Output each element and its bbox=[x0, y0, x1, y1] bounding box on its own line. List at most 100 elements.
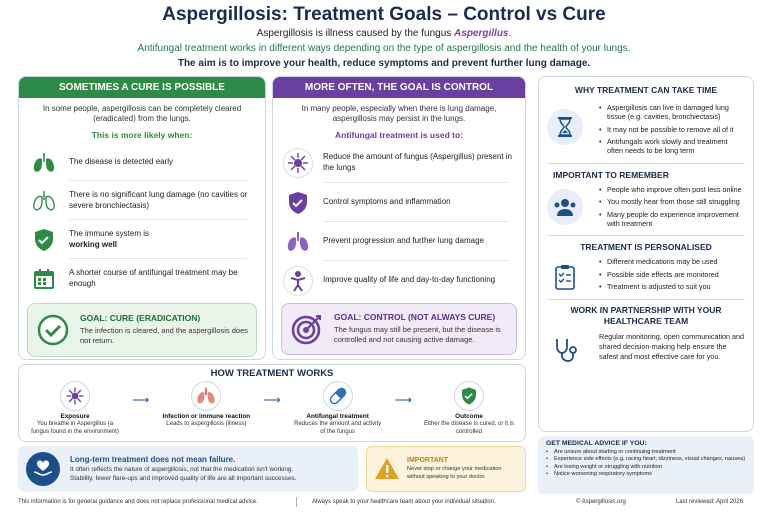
subtitle-aim: The aim is to improve your health, reduc… bbox=[177, 58, 591, 69]
warning-icon bbox=[373, 455, 401, 483]
personal-item: Possible side effects are monitored bbox=[599, 270, 719, 280]
control-goal-title: GOAL: CONTROL (NOT ALWAYS CURE) bbox=[334, 312, 496, 323]
partner-text: Regular monitoring, open communication a… bbox=[599, 332, 745, 361]
important-box: IMPORTANT Never stop or change your medi… bbox=[366, 446, 526, 492]
arrow-icon: ⟶ bbox=[132, 393, 150, 407]
advice-item: Are losing weight or struggling with nut… bbox=[546, 464, 746, 472]
cure-header: SOMETIMES A CURE IS POSSIBLE bbox=[19, 77, 265, 98]
divider bbox=[323, 220, 509, 222]
remember-section: People who improve often post less onlin… bbox=[547, 185, 745, 231]
step-outcome: Outcome Either the disease is cured, or … bbox=[423, 381, 515, 437]
why-title: WHY TREATMENT CAN TAKE TIME bbox=[574, 85, 718, 95]
why-section: Aspergillosis can live in damaged lung t… bbox=[547, 103, 745, 159]
divider bbox=[69, 179, 247, 181]
control-item-progression: Prevent progression and further lung dam… bbox=[283, 224, 515, 260]
cure-lead: This is more likely when: bbox=[91, 129, 193, 140]
arrow-icon: ⟶ bbox=[394, 393, 412, 407]
calendar-icon bbox=[29, 264, 59, 294]
longterm-line1: It often reflects the nature of aspergil… bbox=[70, 465, 294, 473]
step-antifungal: Antifungal treatment Reduces the amount … bbox=[292, 381, 384, 437]
hourglass-icon bbox=[547, 109, 583, 145]
cure-goal-box: GOAL: CURE (ERADICATION) The infection i… bbox=[27, 302, 257, 357]
fungus-icon bbox=[60, 381, 90, 411]
control-panel: MORE OFTEN, THE GOAL IS CONTROL In many … bbox=[272, 76, 526, 360]
longterm-title: Long-term treatment does not mean failur… bbox=[70, 454, 236, 464]
person-icon bbox=[283, 265, 313, 296]
important-title: IMPORTANT bbox=[407, 456, 449, 464]
fungus-icon bbox=[283, 147, 313, 178]
control-item-symptoms: Control symptoms and inflammation bbox=[283, 185, 515, 221]
advice-box: GET MEDICAL ADVICE IF YOU: Are unsure ab… bbox=[538, 436, 754, 494]
shield-check-icon bbox=[283, 188, 313, 218]
partner-title: WORK IN PARTNERSHIP WITH YOUR HEALTHCARE… bbox=[570, 305, 722, 326]
divider bbox=[547, 162, 745, 164]
step-exposure: Exposure You breathe in Aspergillus (a f… bbox=[29, 381, 121, 437]
cure-goal-desc: The infection is cleared, and the asperg… bbox=[80, 326, 249, 346]
shield-check-icon bbox=[453, 381, 484, 411]
important-text: Never stop or change your medication wit… bbox=[407, 465, 502, 480]
advice-item: Experience side effects (e.g. racing hea… bbox=[546, 456, 746, 464]
footer-advice: Always speak to your healthcare team abo… bbox=[312, 499, 496, 505]
subtitle-treatment: Antifungal treatment works in different … bbox=[137, 43, 631, 54]
cure-goal-title: GOAL: CURE (ERADICATION) bbox=[80, 313, 201, 324]
personal-title: TREATMENT IS PERSONALISED bbox=[580, 242, 712, 253]
divider bbox=[69, 257, 247, 259]
divider bbox=[323, 181, 509, 183]
remember-item: People who improve often post less onlin… bbox=[599, 185, 745, 195]
check-circle-icon bbox=[36, 313, 70, 347]
why-item: Antifungals work slowly and treatment of… bbox=[599, 137, 745, 156]
control-intro: In many people, especially when there is… bbox=[301, 104, 497, 124]
lungs-outline-icon bbox=[29, 186, 59, 216]
personal-item: Treatment is adjusted to suit you bbox=[599, 282, 719, 292]
partner-section: Regular monitoring, open communication a… bbox=[547, 332, 745, 368]
how-panel: HOW TREATMENT WORKS Exposure You breathe… bbox=[18, 364, 526, 442]
control-lead: Antifungal treatment is used to: bbox=[335, 129, 463, 140]
longterm-box: Long-term treatment does not mean failur… bbox=[18, 446, 358, 492]
subtitle-definition: Aspergillosis is illness caused by the f… bbox=[256, 28, 512, 39]
shield-check-icon bbox=[29, 225, 59, 255]
remember-title: IMPORTANT TO REMEMBER bbox=[553, 169, 669, 180]
footer-site: © Aspergillosis.org bbox=[576, 499, 626, 505]
longterm-line2: Stability, fewer flare-ups and improved … bbox=[70, 474, 297, 482]
divider bbox=[547, 299, 745, 301]
heart-hands-icon bbox=[26, 452, 60, 486]
control-goal-desc: The fungus may still be present, but the… bbox=[334, 325, 501, 345]
right-panel: WHY TREATMENT CAN TAKE TIME Aspergillosi… bbox=[538, 76, 754, 432]
control-item-quality: Improve quality of life and day-to-day f… bbox=[283, 263, 515, 299]
advice-item: Notice worsening respiratory symptoms bbox=[546, 471, 746, 479]
why-item: It may not be possible to remove all of … bbox=[599, 125, 745, 135]
why-item: Aspergillosis can live in damaged lung t… bbox=[599, 103, 745, 122]
advice-title: GET MEDICAL ADVICE IF YOU: bbox=[546, 440, 647, 447]
cure-item-short-course: A shorter course of antifungal treatment… bbox=[29, 261, 255, 297]
control-goal-box: GOAL: CONTROL (NOT ALWAYS CURE) The fung… bbox=[281, 302, 517, 355]
clipboard-icon bbox=[547, 259, 583, 295]
lungs-icon bbox=[191, 381, 222, 411]
cure-item-no-damage: There is no significant lung damage (no … bbox=[29, 183, 255, 219]
arrow-icon: ⟶ bbox=[263, 393, 281, 407]
remember-item: Many people do experience improvement wi… bbox=[599, 210, 745, 229]
personal-section: Different medications may be used Possib… bbox=[547, 257, 745, 295]
footer-disclaimer: This information is for general guidance… bbox=[18, 499, 258, 505]
divider bbox=[323, 259, 509, 261]
how-steps: Exposure You breathe in Aspergillus (a f… bbox=[29, 381, 515, 437]
advice-item: Are unsure about starting or continuing … bbox=[546, 449, 746, 457]
cure-panel: SOMETIMES A CURE IS POSSIBLE In some peo… bbox=[18, 76, 266, 360]
lungs-icon bbox=[283, 227, 313, 257]
footer-separator bbox=[296, 497, 297, 507]
cure-item-early: The disease is detected early bbox=[29, 146, 255, 180]
divider bbox=[547, 235, 745, 237]
people-icon bbox=[547, 188, 583, 225]
pill-icon bbox=[322, 381, 353, 411]
control-item-reduce: Reduce the amount of fungus (Aspergillus… bbox=[283, 144, 515, 182]
stethoscope-icon bbox=[547, 332, 583, 368]
step-infection: Infection or immune reaction Leads to as… bbox=[160, 381, 252, 429]
page-title: Aspergillosis: Treatment Goals – Control… bbox=[162, 4, 606, 25]
control-header: MORE OFTEN, THE GOAL IS CONTROL bbox=[273, 77, 525, 98]
divider bbox=[69, 218, 247, 220]
personal-item: Different medications may be used bbox=[599, 257, 719, 267]
footer-reviewed: Last reviewed: April 2026 bbox=[676, 499, 744, 505]
remember-item: You mostly hear from those still struggl… bbox=[599, 197, 745, 207]
target-icon bbox=[290, 312, 324, 346]
how-title: HOW TREATMENT WORKS bbox=[210, 368, 334, 379]
